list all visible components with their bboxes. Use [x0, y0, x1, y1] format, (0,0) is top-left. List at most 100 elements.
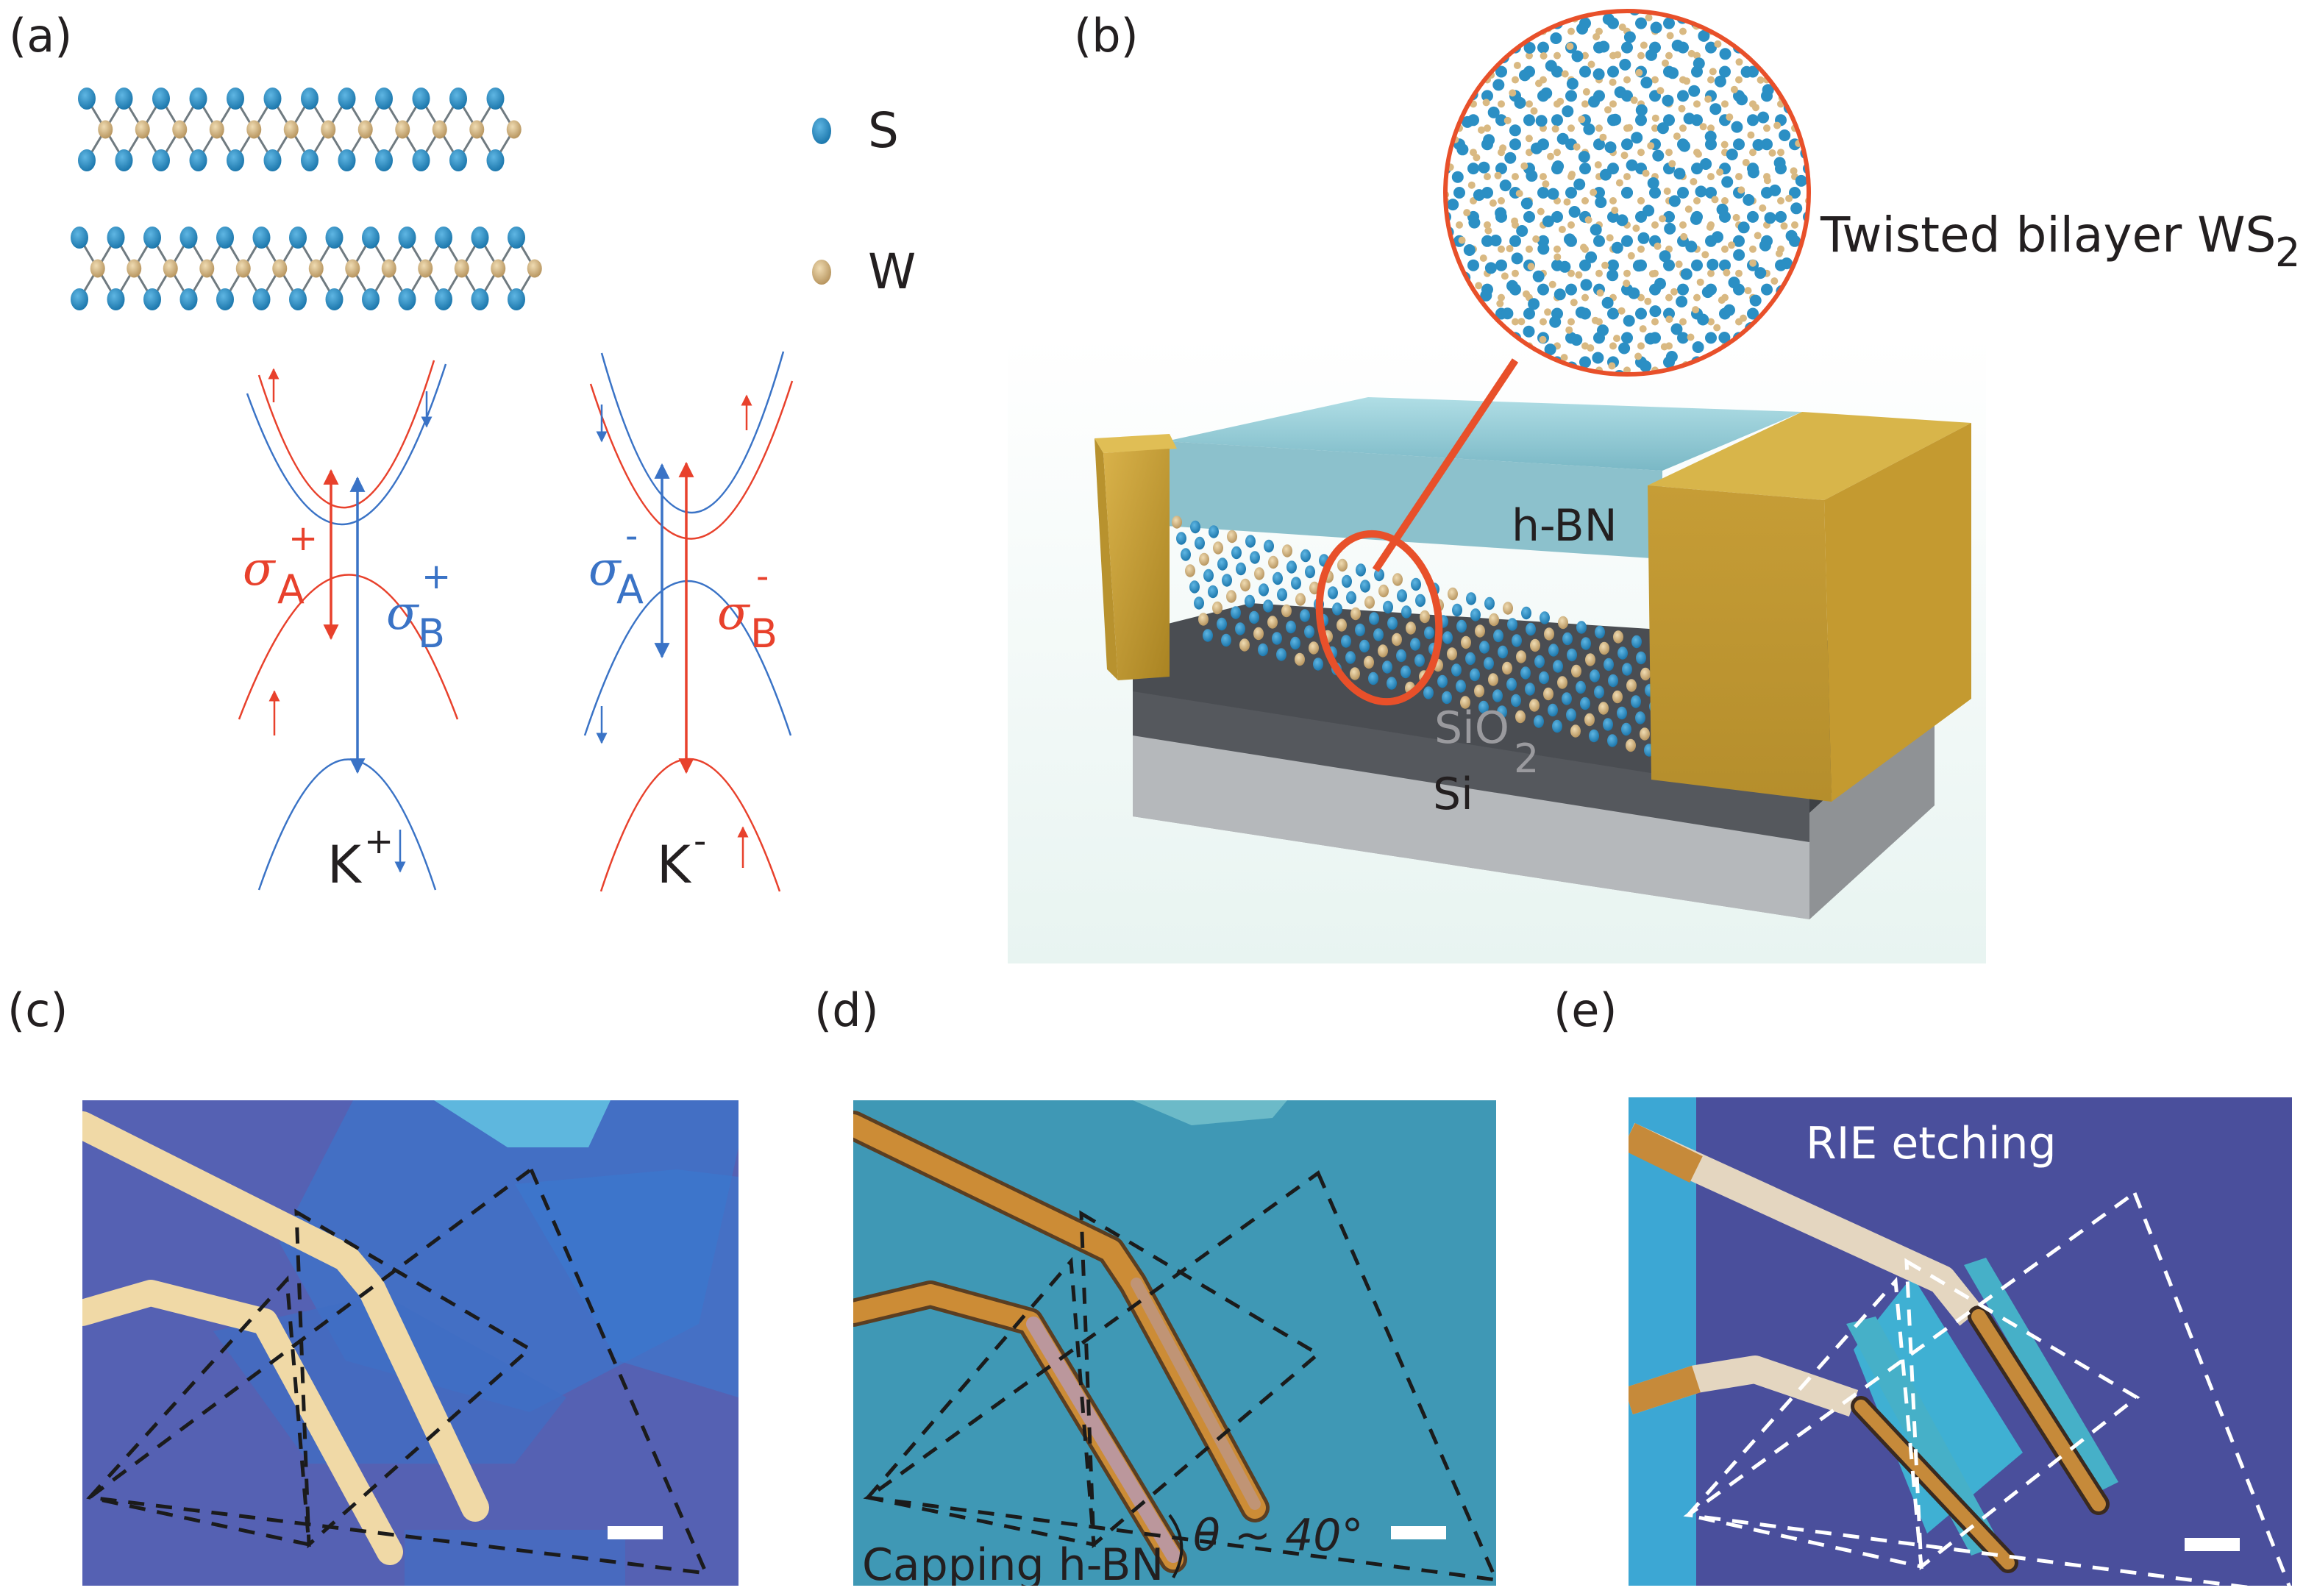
moire-atom [1705, 332, 1717, 344]
moire-atom [1609, 342, 1617, 350]
lattice-atom [1604, 658, 1614, 671]
moire-atom [1496, 299, 1504, 307]
moire-atom [1553, 253, 1562, 261]
moire-atom [1490, 235, 1502, 246]
valence-band-blue [583, 580, 792, 736]
lattice-atom [1484, 596, 1495, 610]
moire-atom [1532, 270, 1545, 282]
moire-atom [1726, 149, 1738, 160]
valence-band-blue [257, 758, 437, 891]
moire-atom [1492, 79, 1505, 91]
moire-atom [1462, 115, 1473, 128]
lattice-atom [1493, 629, 1503, 643]
moire-atom [1608, 362, 1616, 370]
moire-atom [1773, 121, 1782, 129]
moire-atom [1663, 307, 1675, 320]
moire-atom [1649, 187, 1661, 199]
top-layer-triangle [294, 1208, 533, 1549]
lattice-atom [1286, 620, 1296, 634]
moire-atom [1648, 270, 1656, 278]
moire-atom [1526, 245, 1533, 253]
moire-atom [1690, 178, 1698, 185]
moire-atom [1609, 113, 1622, 126]
moire-atom [1491, 327, 1499, 335]
lattice-atom [1208, 585, 1218, 599]
moire-atom [1484, 262, 1497, 274]
sulfur-atom [362, 227, 380, 249]
moire-atom [1663, 114, 1675, 127]
panel-d: (d) θ ~ 40° Capping h-BN [814, 983, 1496, 1586]
lattice-atom [1198, 613, 1209, 626]
moire-atom [1645, 14, 1653, 21]
sulfur-atom [338, 88, 356, 110]
sulfur-atom [216, 288, 234, 310]
sulfur-atom [227, 88, 244, 110]
moire-atom [1654, 242, 1662, 250]
lattice-atom [1626, 679, 1637, 692]
moire-atom [1679, 140, 1690, 152]
moire-atom [1785, 229, 1798, 242]
moire-atom [1716, 203, 1729, 215]
flake-outlines [1683, 1190, 2291, 1586]
moire-atom [1489, 199, 1497, 207]
valley-label-k-plus-sup: + [364, 821, 394, 862]
sulfur-atom [189, 88, 207, 110]
moire-atom [1593, 235, 1605, 247]
ws2-layer-top [78, 88, 522, 171]
moire-atom [1670, 288, 1678, 296]
moire-atom [1713, 324, 1721, 332]
label-sigma-a-plus: σ [243, 542, 277, 596]
lattice-atom [1552, 719, 1562, 733]
moire-atom [1747, 114, 1759, 127]
moire-atom [1520, 162, 1528, 170]
moire-atom [1468, 216, 1481, 229]
sulfur-atom [252, 227, 271, 249]
moire-atom [1721, 100, 1729, 108]
tungsten-atom-icon [812, 260, 831, 285]
tungsten-atom [491, 259, 506, 278]
moire-atom [1582, 88, 1590, 96]
lattice-atom [1406, 621, 1416, 635]
panel-label-b: (b) [1074, 9, 1139, 63]
electrode-2 [1854, 1400, 2015, 1570]
moire-atom [1498, 100, 1505, 108]
moire-atom [1501, 307, 1514, 320]
moire-atom [1761, 138, 1773, 151]
moire-atom [1601, 261, 1609, 269]
moire-atom [1495, 65, 1507, 78]
moire-atom [1553, 51, 1561, 60]
label-sigma-b-plus-sup: + [421, 556, 451, 597]
moire-atom [1621, 41, 1633, 54]
moire-atom [1456, 221, 1463, 229]
lattice-atom [1258, 643, 1268, 657]
sulfur-atom [179, 288, 198, 310]
moire-atom [1528, 298, 1540, 310]
moire-atom [1790, 167, 1798, 175]
caption-rie-etching: RIE etching [1806, 1118, 2057, 1169]
moire-atom [1570, 299, 1578, 307]
lattice-atom [1576, 680, 1586, 694]
moire-atom [1551, 210, 1563, 223]
moire-atom [1637, 51, 1645, 60]
moire-atom [1763, 318, 1770, 326]
moire-atom [1671, 4, 1679, 12]
sulfur-atom [398, 288, 416, 310]
lattice-atom [1442, 631, 1453, 644]
moire-atom [1544, 343, 1556, 356]
lattice-atom [1345, 651, 1356, 664]
moire-atom [1704, 130, 1717, 143]
tungsten-atom [127, 259, 142, 278]
moire-atom [1578, 151, 1590, 163]
lattice-atom [1414, 654, 1425, 667]
lattice-atom [1231, 606, 1241, 619]
moire-atom [1665, 51, 1673, 60]
lattice-atom [1613, 630, 1623, 644]
moire-atom [1632, 260, 1645, 272]
moire-atom [1692, 341, 1704, 353]
moire-atom [1581, 51, 1589, 60]
tungsten-atom [506, 120, 522, 139]
moire-atom [1506, 279, 1518, 292]
moire-atom [1679, 318, 1687, 326]
moire-atom [1673, 132, 1681, 140]
lattice-atom [1598, 702, 1609, 715]
